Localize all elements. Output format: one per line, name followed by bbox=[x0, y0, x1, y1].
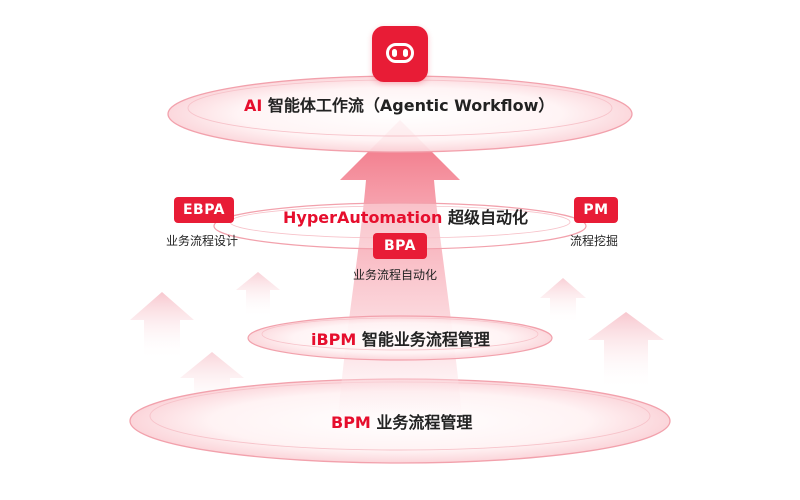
decor-arrow-left-1 bbox=[130, 292, 194, 360]
ibpm-disc bbox=[247, 315, 553, 361]
hyper-layer-label: 超级自动化 bbox=[442, 208, 528, 227]
pm-caption: 流程挖掘 bbox=[570, 234, 619, 248]
robot-eye-left bbox=[392, 49, 397, 57]
decor-arrow-right-1 bbox=[540, 278, 586, 324]
robot-face-icon bbox=[372, 26, 428, 82]
ebpa-badge: EBPA bbox=[174, 197, 234, 223]
ai-layer-title: AI 智能体工作流（Agentic Workflow） bbox=[244, 92, 554, 116]
ibpm-layer-prefix: iBPM bbox=[311, 330, 357, 349]
pm-badge: PM bbox=[574, 197, 618, 223]
ai-layer-label: 智能体工作流（Agentic Workflow） bbox=[262, 96, 555, 115]
bpm-layer-title: BPM 业务流程管理 bbox=[331, 409, 472, 433]
bpa-badge: BPA bbox=[373, 233, 427, 259]
ebpa-caption: 业务流程设计 bbox=[166, 234, 239, 248]
hyper-layer-prefix: HyperAutomation bbox=[283, 208, 443, 227]
bpa-caption: 业务流程自动化 bbox=[353, 268, 438, 282]
ibpm-layer-title: iBPM 智能业务流程管理 bbox=[311, 326, 490, 350]
decor-arrow-left-2 bbox=[236, 272, 280, 318]
robot-eye-right bbox=[403, 49, 408, 57]
ai-disc bbox=[167, 75, 633, 153]
robot-face-outline bbox=[386, 43, 414, 63]
decor-arrow-right-2 bbox=[588, 312, 664, 390]
bpm-layer-label: 业务流程管理 bbox=[370, 413, 473, 432]
ibpm-layer-label: 智能业务流程管理 bbox=[356, 330, 490, 349]
ai-layer-prefix: AI bbox=[244, 96, 263, 115]
bpm-layer-prefix: BPM bbox=[331, 413, 371, 432]
hyper-layer-title: HyperAutomation 超级自动化 bbox=[283, 204, 528, 228]
